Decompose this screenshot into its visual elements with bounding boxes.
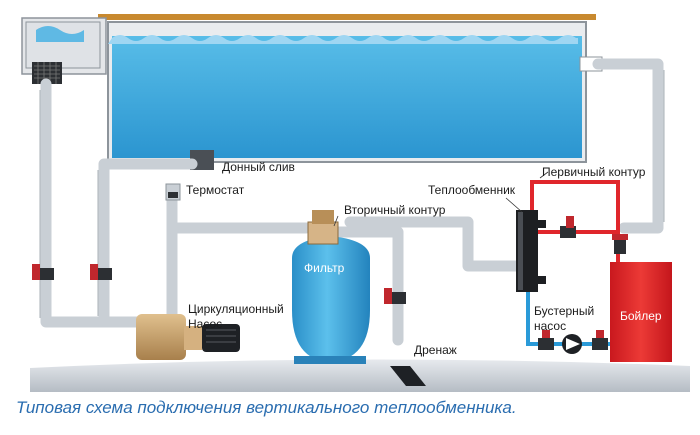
valve-5 <box>612 234 628 254</box>
booster-circuit-pipe <box>526 288 618 346</box>
boiler <box>610 262 672 362</box>
pool <box>21 14 603 170</box>
valve-2 <box>90 264 112 280</box>
diagram-caption: Типовая схема подключения вертикального … <box>16 398 517 417</box>
heat-exchanger <box>516 210 546 292</box>
label-drainage: Дренаж <box>414 343 457 357</box>
label-booster-pump-1: Бустерный <box>534 304 594 318</box>
skimmer <box>25 21 101 69</box>
label-bottom-drain: Донный слив <box>222 160 295 174</box>
valve-4 <box>560 216 576 238</box>
pool-water <box>112 36 582 158</box>
label-circulation-pump-1: Циркуляционный <box>188 302 284 316</box>
valve-1 <box>32 264 54 280</box>
label-secondary-circuit: Вторичный контур <box>344 203 446 217</box>
skimmer-basket <box>32 62 62 84</box>
label-thermostat: Термостат <box>186 183 245 197</box>
valve-7 <box>592 330 608 350</box>
label-filter: Фильтр <box>304 261 345 275</box>
label-booster-pump-2: насос <box>534 319 566 333</box>
filter <box>292 210 370 364</box>
valve-6 <box>538 330 554 350</box>
booster-pump <box>562 334 582 354</box>
valves <box>32 216 628 350</box>
label-circulation-pump-2: Насос <box>188 317 222 331</box>
primary-circuit-pipe <box>530 180 620 262</box>
valve-3 <box>384 288 406 304</box>
label-boiler: Бойлер <box>620 309 662 323</box>
ground <box>30 359 690 392</box>
label-heat-exchanger: Теплообменник <box>428 183 516 197</box>
drain-outlet <box>390 366 426 386</box>
thermostat <box>165 183 181 201</box>
label-primary-circuit: Первичный контур <box>542 165 646 179</box>
pipes <box>40 58 664 346</box>
circulation-pump <box>136 314 240 360</box>
